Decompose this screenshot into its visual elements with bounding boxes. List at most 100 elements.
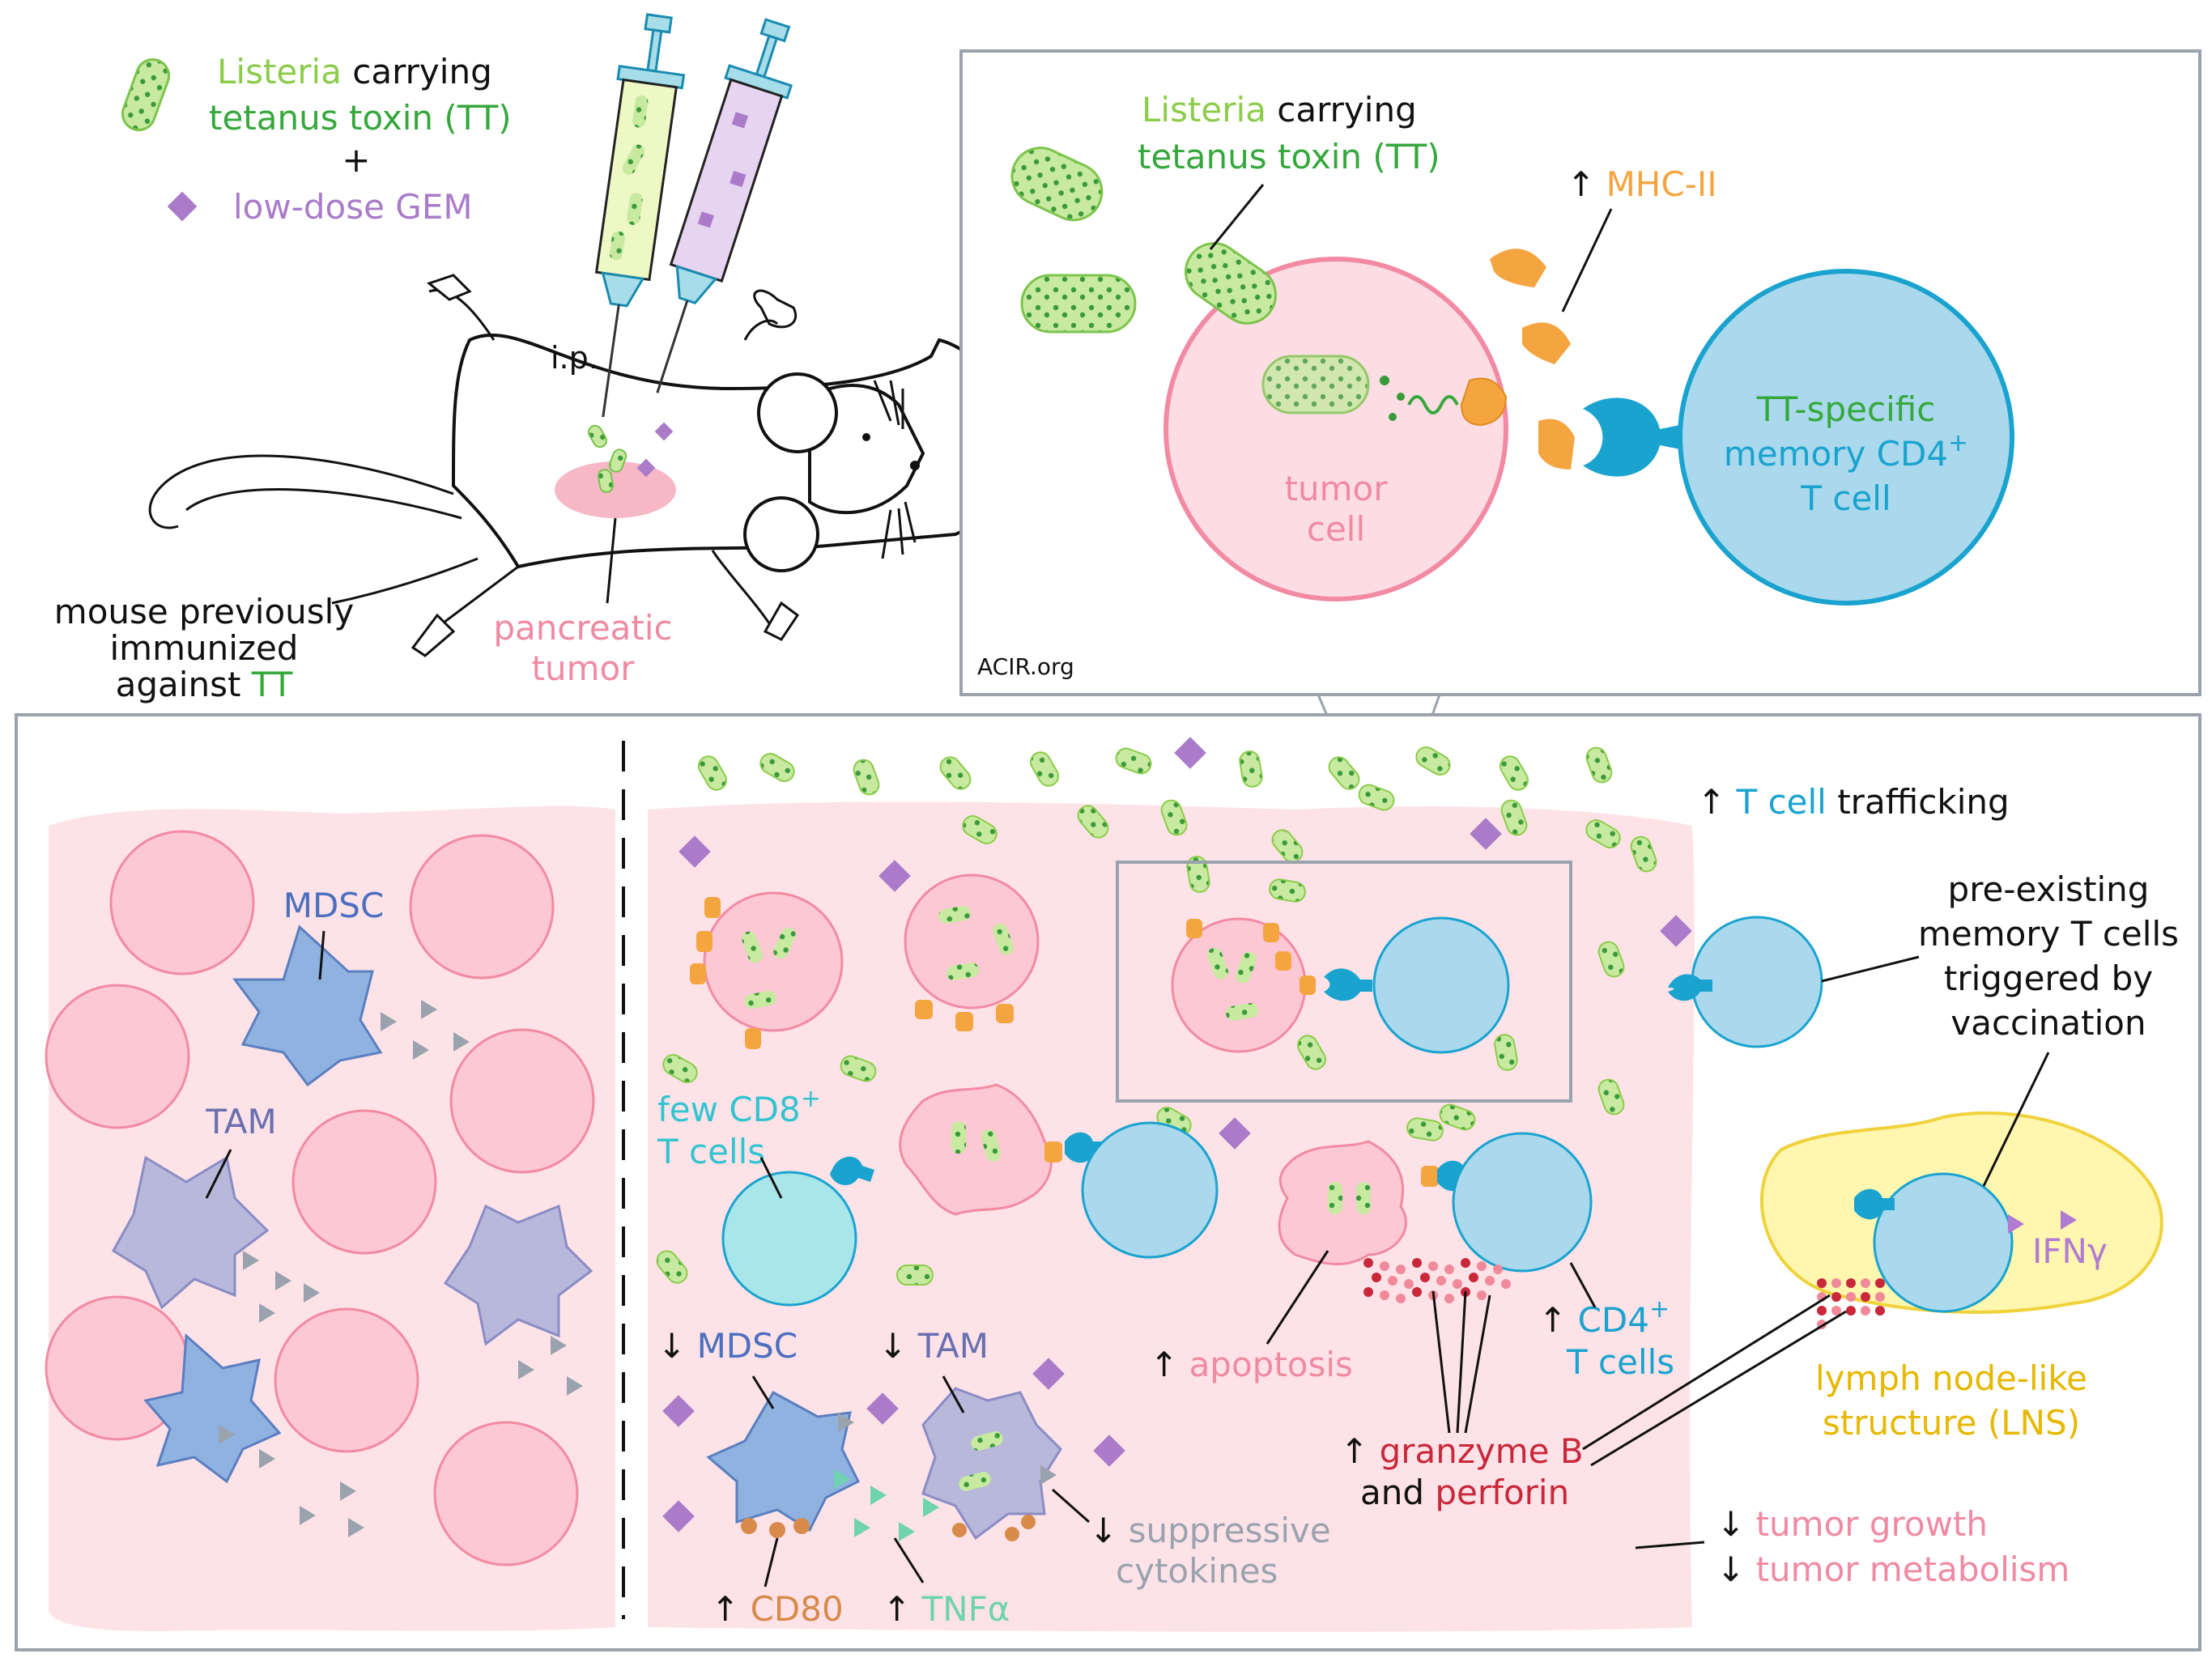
mouse-illustration	[148, 274, 1110, 657]
granzyme-granule	[1444, 1294, 1454, 1303]
lns-granule	[1861, 1306, 1870, 1316]
lns-granule	[1831, 1306, 1841, 1316]
listeria-rod-icon	[1269, 878, 1306, 903]
listeria-rod-icon	[962, 815, 998, 844]
cd4-tcell-1	[1081, 1121, 1219, 1259]
ifn-label: IFNγ	[2032, 1231, 2108, 1271]
lns-granule	[1817, 1278, 1827, 1288]
listeria-rod-icon	[1499, 755, 1529, 791]
syringe-listeria-icon	[594, 13, 686, 418]
few-cd8-label-1: few CD8+	[657, 1085, 821, 1129]
lns-granule	[1846, 1278, 1856, 1288]
zoom-box	[1116, 861, 1572, 1103]
listeria-rod-icon	[1030, 751, 1059, 787]
listeria-rod-icon	[1439, 1103, 1476, 1131]
lns-label-1: lymph node-like	[1815, 1358, 2087, 1398]
metab-label: ↓ tumor metabolism	[1716, 1549, 2069, 1589]
granzyme-granule	[1461, 1258, 1470, 1268]
syringe-gem-icon	[656, 18, 793, 393]
tumor-cell-mhc-2	[904, 874, 1040, 1031]
listeria-rod-icon	[1328, 756, 1360, 790]
legend-listeria: Listeria carrying	[217, 52, 492, 91]
listeria-rod-icon	[1077, 805, 1109, 839]
granzyme-granule	[1428, 1261, 1438, 1271]
legend-gem: low-dose GEM	[233, 187, 473, 227]
granzyme-granule	[1436, 1276, 1446, 1286]
tumor-label-line2: tumor	[532, 648, 636, 688]
gem-particle-icon	[1093, 1435, 1125, 1467]
tnf-label: ↑ TNFα	[883, 1589, 1010, 1629]
gem-particles	[662, 737, 1692, 1532]
listeria-rod-icon	[1585, 746, 1613, 784]
cd4-label-2: T cells	[1566, 1342, 1674, 1382]
listeria-rod-icon	[939, 756, 972, 790]
lns-granule	[1875, 1292, 1885, 1302]
listeria-rod-icon	[1585, 819, 1621, 848]
legend-plus: +	[342, 140, 370, 180]
listeria-rod-icon	[1239, 750, 1263, 788]
mouse-ear-bottom	[743, 496, 819, 572]
listeria-rod-icon	[662, 1054, 698, 1083]
injection-legend: Listeria carrying tetanus toxin (TT) + l…	[54, 52, 673, 704]
granzyme-granule	[1372, 1273, 1381, 1282]
inset-listeria-label: Listeria carrying	[1142, 90, 1417, 130]
inset-tcell-label-2: memory CD4+	[1724, 429, 1968, 474]
granzyme-granule	[1493, 1265, 1503, 1274]
granzyme-granule	[1420, 1273, 1430, 1282]
granzyme-granule	[1363, 1287, 1373, 1297]
gem-particle-icon	[1470, 818, 1502, 850]
lns-granule	[1817, 1306, 1827, 1316]
listeria-legend-icon	[121, 58, 171, 131]
lns-granules	[1817, 1278, 1885, 1329]
inset-tumor-cell	[1163, 257, 1508, 601]
granzyme-granule	[1380, 1261, 1389, 1271]
listeria-rod-icon	[1494, 1034, 1518, 1071]
cd80-label: ↑ CD80	[711, 1589, 844, 1629]
cd8-tcell	[721, 1171, 857, 1307]
gem-particle-icon	[1660, 915, 1692, 947]
granzyme-granule	[1396, 1294, 1406, 1303]
granzyme-granule	[1485, 1276, 1495, 1286]
supp-label-1: ↓ suppressive	[1089, 1511, 1331, 1550]
right-tam-cell	[921, 1387, 1062, 1541]
gem-particle-icon	[662, 1500, 695, 1532]
inset-mhc-label: ↑ MHC-II	[1567, 164, 1717, 204]
listeria-rod-icon	[759, 753, 795, 782]
mouse-nose	[910, 461, 920, 470]
listeria-rod-icon	[1160, 799, 1188, 836]
mouse-label-line1: mouse previously	[54, 592, 354, 631]
listeria-rod-icon	[1297, 1035, 1326, 1070]
growth-label: ↓ tumor growth	[1716, 1504, 1988, 1544]
listeria-rod-icon	[656, 1250, 688, 1284]
gem-particle-icon	[662, 1395, 695, 1427]
granzyme-granule	[1469, 1273, 1478, 1282]
suppressive-triangles-left	[219, 1000, 583, 1537]
inset-tt-specific-tcell	[1678, 269, 2014, 606]
tumor-label-line1: pancreatic	[493, 608, 672, 648]
listeria-rod-icon	[1597, 941, 1625, 978]
gem-particle-icon	[1219, 1117, 1251, 1150]
granzyme-granule	[1396, 1265, 1406, 1274]
lns-granule	[1831, 1292, 1841, 1302]
lns-label-2: structure (LNS)	[1823, 1403, 2080, 1443]
inset-panel: Listeria carrying tetanus toxin (TT) ↑ M…	[959, 49, 2201, 851]
granzyme-granule	[1412, 1287, 1422, 1297]
granzyme-granule	[1477, 1261, 1487, 1271]
route-label: i.p.	[551, 340, 598, 376]
listeria-rod-icon	[1271, 829, 1304, 863]
listeria-rain	[656, 746, 1657, 1286]
supp-label-2: cytokines	[1116, 1551, 1278, 1591]
listeria-rod-icon	[1597, 1078, 1625, 1116]
trafficking-label: ↑ T cell trafficking	[1697, 782, 2010, 822]
inset-tumor-label-1: tumor	[1285, 469, 1389, 508]
mouse-tail	[148, 454, 454, 529]
mouse-label-line2: immunized	[110, 628, 299, 668]
inset-tumor-label-2: cell	[1307, 509, 1365, 549]
lns-granule	[1846, 1292, 1856, 1302]
listeria-rod-icon	[1358, 784, 1395, 811]
lns-granule	[1875, 1306, 1885, 1316]
legend-tt: tetanus toxin (TT)	[209, 98, 512, 138]
memory-label-1: pre-existing	[1948, 869, 2150, 909]
perforin-label: and perforin	[1360, 1473, 1569, 1512]
